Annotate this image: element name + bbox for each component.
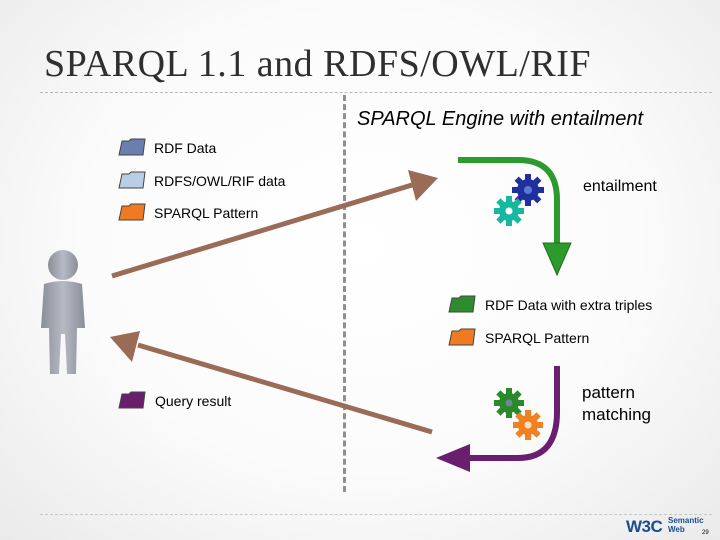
response-arrow <box>110 331 433 435</box>
semantic-web-logo-line2: Web <box>668 525 685 534</box>
query-result-label: Query result <box>155 393 232 409</box>
gear-icon <box>513 410 543 440</box>
folder-icon <box>448 295 476 313</box>
folder-icon <box>118 138 146 156</box>
folder-fill <box>118 138 146 156</box>
entailment-arrow <box>458 157 572 277</box>
entailment-label: entailment <box>583 178 657 195</box>
title-divider <box>40 92 712 93</box>
input-label-rdfs-owl-rif: RDFS/OWL/RIF data <box>154 173 286 189</box>
semantic-web-logo-line1: Semantic <box>668 516 704 525</box>
intermediate-sparql-pattern-label: SPARQL Pattern <box>485 330 590 346</box>
semantic-web-logo: Semantic Web <box>668 516 704 534</box>
page-number: 29 <box>702 530 709 536</box>
engine-boundary-line <box>343 95 346 492</box>
pattern-matching-label: pattern matching <box>582 383 651 424</box>
gear-icon <box>494 196 524 226</box>
input-label-sparql-pattern: SPARQL Pattern <box>154 205 259 221</box>
footer-divider <box>40 514 712 515</box>
folder-icon <box>118 203 146 221</box>
folder-icon <box>118 171 146 189</box>
engine-label: SPARQL Engine with entailment <box>357 108 644 130</box>
pattern-matching-arrow <box>436 366 560 472</box>
slide-title: SPARQL 1.1 and RDFS/OWL/RIF <box>44 43 592 85</box>
folder-icon <box>448 328 476 346</box>
request-arrow <box>111 170 438 279</box>
user-person-icon <box>41 250 85 374</box>
w3c-logo: W3C <box>626 517 663 536</box>
folder-icon <box>118 391 146 409</box>
rdf-data-extra-triples-label: RDF Data with extra triples <box>485 297 653 313</box>
input-label-rdf-data: RDF Data <box>154 140 217 156</box>
